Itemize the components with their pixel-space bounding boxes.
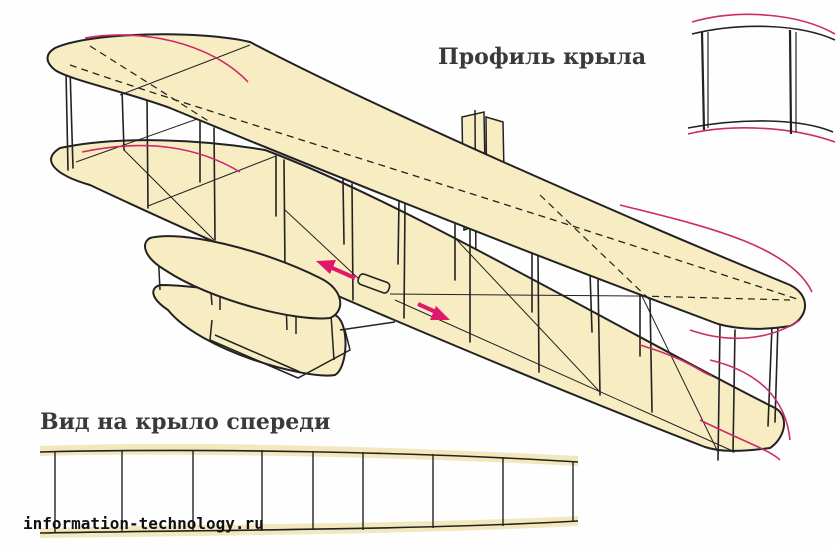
strut: [397, 199, 400, 265]
profile-upper-curve: [691, 13, 836, 35]
wire: [147, 155, 277, 207]
warp-curve-lower-right-2: [699, 419, 781, 461]
strut: [537, 253, 540, 373]
strut: [589, 271, 593, 333]
wing-warp-curves: [81, 34, 813, 461]
lower-wing-surface: [50, 139, 785, 452]
wire: [454, 237, 601, 393]
upper-wing-surface: [46, 33, 806, 330]
warp-curve-lower-right: [709, 359, 791, 441]
warping-wires: [75, 117, 736, 453]
front-view-label: Вид на крыло спереди: [40, 409, 331, 435]
wing-struts: [65, 67, 779, 461]
upper-wing: [46, 33, 806, 330]
strut: [121, 89, 125, 151]
wire: [284, 209, 361, 281]
warp-curve-upper-right: [619, 204, 813, 293]
strut: [597, 279, 601, 396]
upper-wing-diagonal: [539, 194, 651, 301]
canard-outrigger-bar: [339, 321, 396, 331]
lower-wing: [50, 139, 785, 452]
warp-curve-lower-left: [81, 144, 241, 173]
strut: [351, 183, 354, 301]
strut: [342, 179, 345, 245]
arrow-down-right-icon: [417, 302, 450, 320]
wing-profile-label: Профиль крыла: [438, 44, 647, 70]
site-watermark: information-technology.ru: [23, 514, 264, 533]
profile-lower-curve: [687, 127, 836, 143]
arrow-up-left-icon: [316, 260, 356, 280]
wire: [639, 291, 719, 453]
profile-lower-edge: [687, 120, 834, 133]
canard-outrigger-bar: [214, 334, 301, 373]
front-view-top-band: [40, 443, 578, 466]
wing-profile-inset: [687, 13, 836, 143]
strut: [717, 325, 721, 461]
hip-cradle: [357, 273, 391, 294]
wire: [75, 117, 201, 163]
canard-outrigger: [209, 319, 351, 379]
strut: [283, 159, 286, 271]
canard-upper-surface: [144, 235, 342, 320]
strut: [403, 202, 406, 319]
front-view-top-edge: [39, 449, 579, 463]
strut: [69, 67, 74, 169]
upper-wing-diagonal: [639, 295, 791, 301]
strut: [767, 325, 773, 427]
wire: [394, 299, 736, 453]
canard-elevator: [144, 235, 396, 379]
profile-strut: [700, 31, 706, 131]
upper-wing-wire: [119, 44, 251, 96]
front-view-bottom-edge: [39, 520, 579, 534]
strut: [213, 127, 216, 241]
warp-curve-upper-right-2: [689, 319, 801, 340]
front-view-bottom-band: [40, 516, 578, 538]
wire: [389, 293, 641, 297]
front-view-struts: [54, 450, 574, 533]
warp-curve-mid: [639, 344, 713, 377]
wire: [123, 149, 215, 241]
front-view-wing: [39, 443, 579, 538]
strut: [146, 96, 149, 209]
strut: [649, 297, 653, 413]
strut: [65, 71, 69, 171]
warp-curve-upper-left: [84, 34, 249, 83]
upper-wing-spar: [69, 64, 801, 301]
strut: [732, 329, 736, 453]
strut: [774, 321, 779, 423]
profile-strut: [788, 29, 793, 135]
profile-upper-edge: [691, 25, 836, 41]
